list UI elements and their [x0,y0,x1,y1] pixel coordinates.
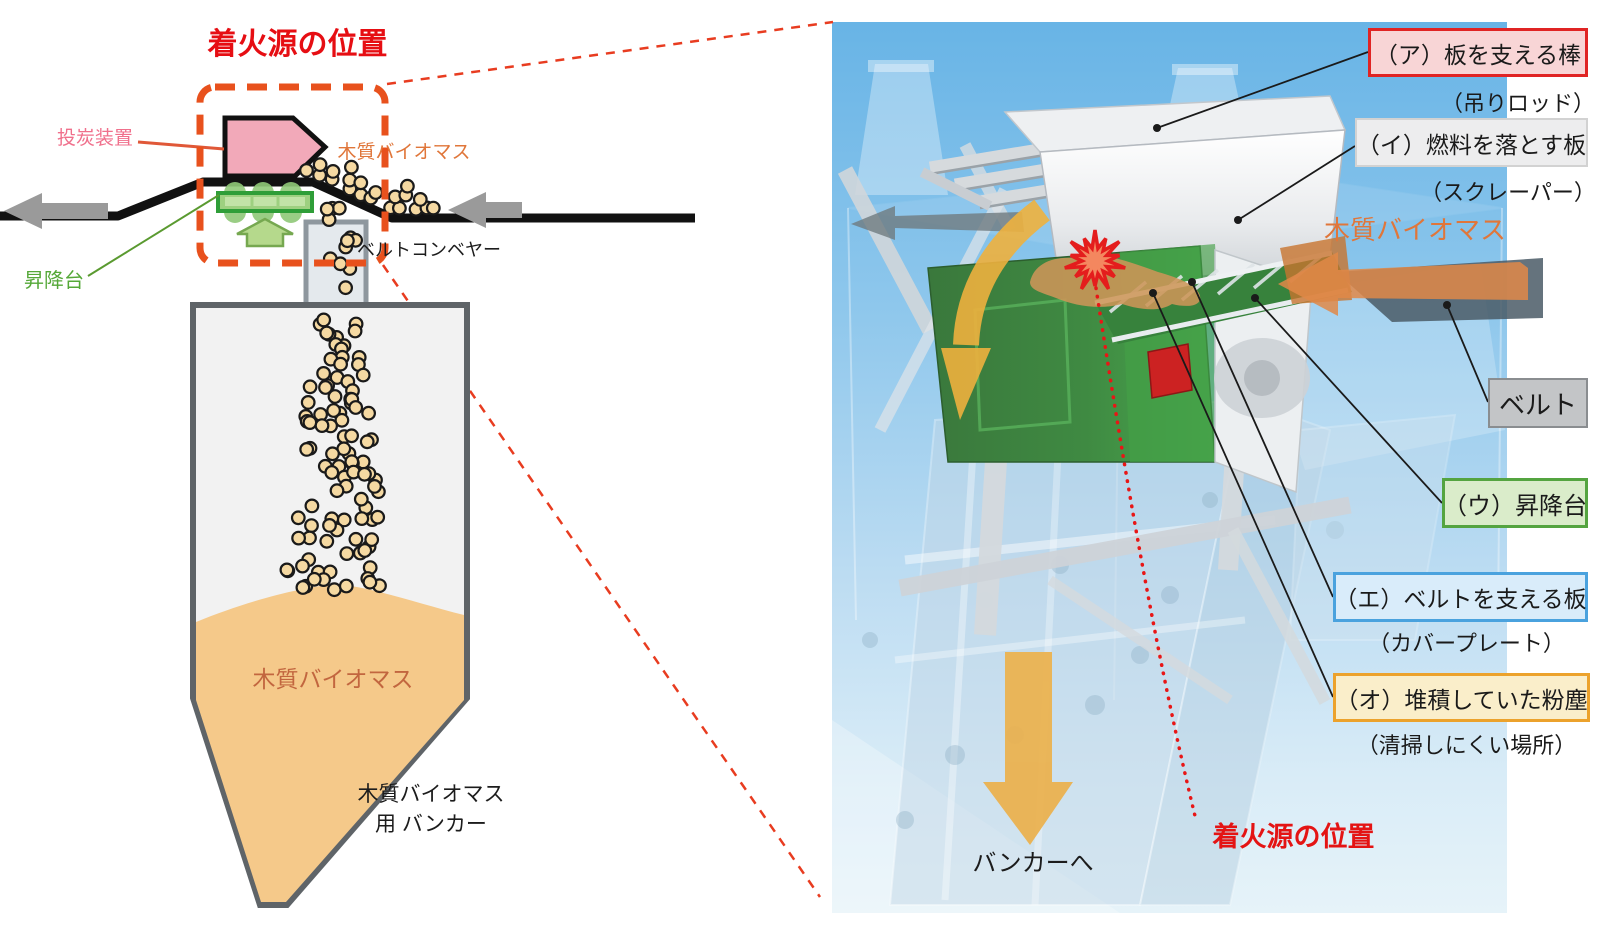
callout-box-belt: ベルト [1488,378,1588,428]
ignition-title-right: 着火源の位置 [1212,822,1375,852]
callout-leader-lines [1152,51,1489,698]
biomass-pellets [279,157,441,598]
fall-path-arrow [941,199,1050,420]
ignition-trace-line [1094,286,1198,822]
callout-sub-a: （吊りロッド） [1441,91,1596,116]
wood-biomass-label-right: 木質バイオマス [1324,215,1507,245]
callout-box-e: （エ）ベルトを支える板 [1333,572,1588,622]
callout-box-a: （ア）板を支える棒 [1368,28,1588,77]
to-bunker-arrow [983,652,1073,845]
coal-feeder-leader [137,140,225,151]
belt-conveyor-label: ベルトコンベヤー [357,240,501,260]
red-motor-block [1147,343,1193,399]
belt-direction-arrow-left [4,193,108,229]
leader-dots [1149,124,1451,309]
bunker-caption: 木質バイオマス用 バンカー [357,783,505,837]
callout-box-i: （イ）燃料を落とす板 [1355,118,1588,167]
callout-sub-i: （スクレーパー） [1420,180,1596,205]
ignition-zone-frame [196,83,389,267]
belt-direction-arrow [851,206,1024,240]
lift-platform-label: 昇降台 [24,270,84,292]
biomass-flow-arrow [1278,252,1528,316]
callout-sub-e: （カバープレート） [1368,631,1565,656]
callout-sub-o: （清掃しにくい場所） [1356,733,1577,758]
belt-direction-arrow-right [448,192,522,228]
coal-feeder-label: 投炭装置 [56,128,133,149]
explosion-icon [1064,229,1126,290]
left-schematic [0,83,695,908]
coal-feeder-shape [222,115,329,179]
bunker-pile [196,584,464,902]
to-bunker-label: バンカーへ [972,850,1094,877]
right-panel-render [832,22,1543,913]
ignition-title-left: 着火源の位置 [207,28,388,61]
wood-biomass-label-left: 木質バイオマス [337,142,471,163]
bunker-content-label: 木質バイオマス [252,666,414,692]
lift-up-arrow [236,217,294,248]
callout-box-u: （ウ）昇降台 [1442,478,1588,528]
lift-platform-leader [87,194,220,277]
zoom-connector-lines [381,20,834,898]
callout-box-o: （オ）堆積していた粉塵 [1333,673,1590,722]
lift-platform-shape [216,182,314,248]
